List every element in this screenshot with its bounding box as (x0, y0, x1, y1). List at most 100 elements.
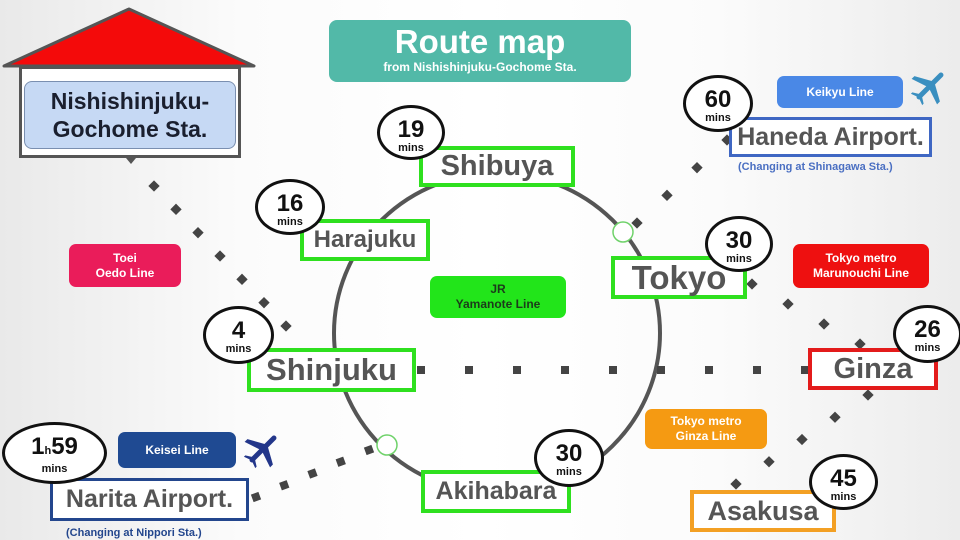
travel-time-unit: mins (277, 216, 303, 228)
time-bubble-ginza: 26 mins (893, 305, 960, 363)
transfer-point-nippori (376, 434, 398, 456)
transfer-point-shinagawa (612, 221, 634, 243)
time-bubble-haneda: 60 mins (683, 75, 753, 132)
dot-shinagawa-haneda (631, 217, 643, 229)
travel-time-unit: mins (398, 142, 424, 154)
narita-transfer-note: (Changing at Nippori Sta.) (66, 527, 202, 539)
station-haneda-airport[interactable]: Haneda Airport. (729, 117, 932, 157)
dot-ginza-asakusa (829, 411, 841, 423)
travel-time: 19 (397, 116, 425, 143)
dot-origin-shinjuku (258, 297, 270, 309)
station-asakusa[interactable]: Asakusa (690, 490, 836, 532)
dot-origin-shinjuku (280, 320, 292, 332)
dot-tokyo-ginza (854, 338, 866, 350)
station-harajuku[interactable]: Harajuku (300, 219, 430, 261)
dot-nippori-narita (279, 480, 290, 491)
travel-time-unit: mins (830, 491, 857, 503)
travel-time-unit: mins (726, 253, 752, 265)
station-narita-airport[interactable]: Narita Airport. (50, 478, 249, 521)
dot-ginza-asakusa (763, 456, 775, 468)
dot-origin-shinjuku (170, 203, 182, 215)
travel-time: 16 (276, 190, 304, 217)
travel-time-unit: mins (914, 342, 941, 354)
line-label-text: Marunouchi Line (813, 266, 909, 280)
travel-time-minutes: 59 (51, 433, 78, 460)
dot-shinjuku-ginza (753, 366, 761, 374)
dot-origin-shinjuku (148, 180, 160, 192)
line-label-text: Yamanote Line (455, 297, 541, 311)
dot-shinagawa-haneda (661, 189, 673, 201)
travel-time-unit: mins (225, 343, 252, 355)
time-bubble-asakusa: 45 mins (809, 454, 878, 510)
page-title: Route map (394, 23, 566, 60)
dot-origin-shinjuku (214, 250, 226, 262)
dot-ginza-asakusa (862, 389, 874, 401)
dot-tokyo-ginza (746, 278, 758, 290)
line-label-yamanote: JR Yamanote Line (430, 276, 566, 318)
time-bubble-harajuku: 16 mins (255, 179, 325, 235)
travel-time-unit: mins (705, 112, 731, 124)
line-label-text: Keisei Line (145, 442, 209, 457)
travel-time: 30 (555, 440, 583, 467)
dot-shinjuku-ginza (657, 366, 665, 374)
travel-time: 30 (725, 227, 753, 254)
house-roof-icon (2, 7, 256, 68)
dot-tokyo-ginza (818, 318, 830, 330)
time-bubble-shibuya: 19 mins (377, 105, 445, 160)
travel-time-unit: mins (556, 466, 582, 478)
origin-station-line1: Nishishinjuku- (50, 88, 210, 114)
dot-shinjuku-ginza (561, 366, 569, 374)
dot-ginza-asakusa (730, 478, 742, 490)
dot-nippori-narita (250, 491, 262, 503)
travel-time: 26 (914, 316, 941, 343)
dot-shinjuku-ginza (417, 366, 425, 374)
line-label-marunouchi: Tokyo metro Marunouchi Line (793, 244, 929, 288)
title-banner: Route map from Nishishinjuku-Gochome Sta… (329, 20, 631, 82)
dot-tokyo-ginza (782, 298, 794, 310)
line-label-toei-oedo: Toei Oedo Line (69, 244, 181, 287)
time-bubble-shinjuku: 4 mins (203, 306, 274, 364)
haneda-transfer-note: (Changing at Shinagawa Sta.) (738, 161, 893, 173)
line-label-text: JR (490, 282, 506, 296)
dot-shinjuku-ginza (465, 366, 473, 374)
time-bubble-narita: 1h59 mins (2, 422, 107, 484)
travel-time: 45 (830, 465, 857, 492)
line-label-text: Tokyo metro (670, 414, 742, 428)
line-label-text: Tokyo metro (825, 251, 897, 265)
travel-time: 60 (704, 86, 732, 113)
station-shinjuku[interactable]: Shinjuku (247, 348, 416, 392)
line-label-text: Oedo Line (95, 265, 155, 280)
origin-station[interactable]: Nishishinjuku- Gochome Sta. (24, 81, 236, 149)
dot-ginza-asakusa (796, 433, 808, 446)
travel-time: 4 (231, 317, 246, 344)
airplane-icon (243, 435, 277, 469)
page-subtitle: from Nishishinjuku-Gochome Sta. (383, 60, 577, 74)
line-label-text: Keikyu Line (806, 84, 874, 99)
dot-nippori-narita (335, 456, 346, 467)
dot-nippori-narita (363, 444, 375, 456)
line-label-text: Ginza Line (675, 429, 737, 443)
time-bubble-akihabara: 30 mins (534, 429, 604, 487)
dot-shinjuku-ginza (513, 366, 521, 374)
dot-shinjuku-ginza (705, 366, 713, 374)
hours-unit: h (44, 445, 52, 457)
dot-shinagawa-haneda (691, 162, 703, 174)
dot-shinjuku-ginza (801, 366, 809, 374)
airplane-icon (910, 72, 944, 106)
station-shibuya[interactable]: Shibuya (419, 146, 575, 187)
dot-origin-shinjuku (236, 273, 248, 285)
line-label-keikyu: Keikyu Line (777, 76, 903, 108)
house-pointer (126, 158, 136, 164)
line-label-keisei: Keisei Line (118, 432, 236, 468)
origin-station-line2: Gochome Sta. (52, 116, 208, 142)
line-label-ginza: Tokyo metro Ginza Line (645, 409, 767, 449)
travel-time: 1h59 (5, 435, 104, 463)
travel-time-unit: mins (41, 463, 68, 475)
line-label-text: Toei (113, 250, 137, 265)
time-bubble-tokyo: 30 mins (705, 216, 773, 272)
dot-nippori-narita (307, 468, 318, 479)
station-tokyo[interactable]: Tokyo (611, 256, 747, 299)
travel-time-hours: 1 (31, 433, 45, 460)
dot-origin-shinjuku (192, 227, 204, 239)
dot-shinjuku-ginza (609, 366, 617, 374)
